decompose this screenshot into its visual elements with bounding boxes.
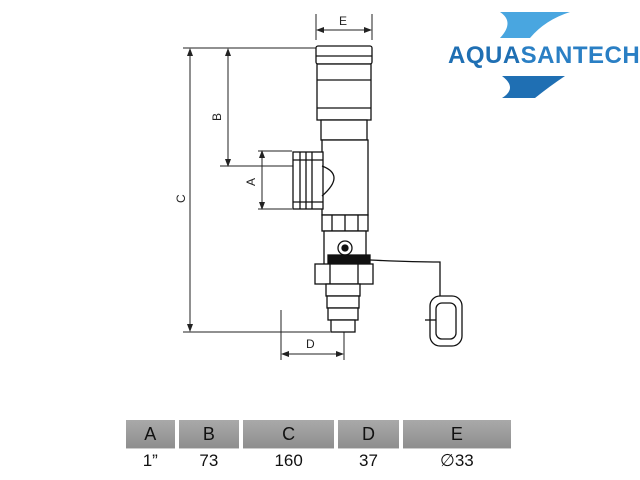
dimension-e xyxy=(315,14,373,40)
aquasantech-logo xyxy=(500,12,570,98)
value-e: ∅33 xyxy=(402,448,511,473)
brand-name: AQUASANTECH xyxy=(448,42,640,70)
header-e: E xyxy=(402,420,511,448)
brand-name-part1: AQUA xyxy=(448,42,521,69)
dim-letter-c: C xyxy=(174,194,188,203)
dimensions-table: A B C D E 1” 73 160 37 ∅33 xyxy=(122,420,515,473)
valve-body xyxy=(292,45,463,347)
dim-letter-d: D xyxy=(306,337,315,351)
value-d: 37 xyxy=(338,448,399,473)
dimension-c xyxy=(183,47,330,333)
header-b: B xyxy=(178,420,240,448)
dim-letter-b: B xyxy=(210,113,224,121)
dimension-a xyxy=(258,150,292,210)
dim-letter-a: A xyxy=(244,178,258,186)
brand-name-part2: SANTECH xyxy=(520,42,640,69)
header-c: C xyxy=(243,420,335,448)
value-b: 73 xyxy=(178,448,240,473)
table-header-row: A B C D E xyxy=(126,420,511,448)
value-a: 1” xyxy=(126,448,175,473)
dimension-b xyxy=(220,48,330,167)
value-c: 160 xyxy=(243,448,335,473)
table-row: 1” 73 160 37 ∅33 xyxy=(126,448,511,473)
header-a: A xyxy=(126,420,175,448)
dim-letter-e: E xyxy=(339,14,347,28)
header-d: D xyxy=(338,420,399,448)
